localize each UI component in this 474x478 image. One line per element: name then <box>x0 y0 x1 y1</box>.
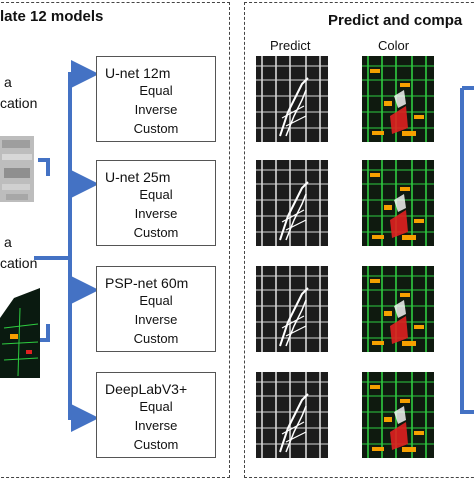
model-name: U-net 12m <box>105 65 171 81</box>
option-equal: Equal <box>139 293 173 308</box>
option-equal: Equal <box>139 187 173 202</box>
input-image-dark <box>0 288 40 378</box>
color-image-2 <box>362 160 434 246</box>
side-label-4: cation <box>0 255 38 271</box>
model-box-unet-25m: U-net 25m Equal Inverse Custom <box>96 160 216 246</box>
option-equal: Equal <box>139 399 173 414</box>
input-image-gray <box>0 136 34 202</box>
model-name: U-net 25m <box>105 169 171 185</box>
option-custom: Custom <box>133 331 179 346</box>
right-panel-title: Predict and compa <box>328 12 463 29</box>
option-custom: Custom <box>133 437 179 452</box>
predict-image-3 <box>256 266 328 352</box>
option-custom: Custom <box>133 225 179 240</box>
model-box-unet-12m: U-net 12m Equal Inverse Custom <box>96 56 216 142</box>
model-box-deeplabv3plus: DeepLabV3+ Equal Inverse Custom <box>96 372 216 458</box>
color-image-3 <box>362 266 434 352</box>
column-header-color: Color <box>378 38 410 53</box>
color-image-1 <box>362 56 434 142</box>
predict-image-2 <box>256 160 328 246</box>
predict-image-4 <box>256 372 328 458</box>
side-label-1: a <box>4 74 12 90</box>
predict-image-1 <box>256 56 328 142</box>
option-inverse: Inverse <box>134 418 178 433</box>
option-equal: Equal <box>139 83 173 98</box>
option-inverse: Inverse <box>134 102 178 117</box>
left-panel-title: late 12 models <box>0 8 104 25</box>
option-inverse: Inverse <box>134 312 178 327</box>
option-inverse: Inverse <box>134 206 178 221</box>
model-name: PSP-net 60m <box>105 275 189 291</box>
model-box-pspnet-60m: PSP-net 60m Equal Inverse Custom <box>96 266 216 352</box>
option-custom: Custom <box>133 121 179 136</box>
color-image-4 <box>362 372 434 458</box>
model-name: DeepLabV3+ <box>105 381 188 397</box>
column-header-predict: Predict <box>270 38 311 53</box>
side-label-2: cation <box>0 95 38 111</box>
side-label-3: a <box>4 234 12 250</box>
